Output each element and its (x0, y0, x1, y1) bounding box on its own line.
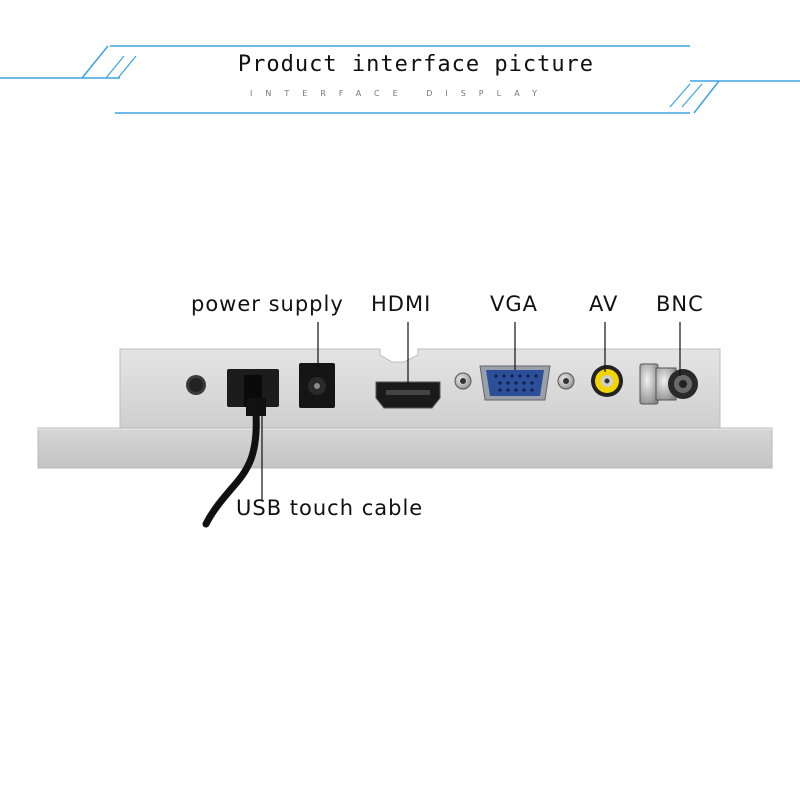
label-av: AV (589, 292, 619, 316)
label-usb-touch-cable: USB touch cable (236, 496, 424, 520)
label-vga: VGA (490, 292, 539, 316)
header-slash-4 (693, 80, 720, 114)
header-slash-6 (681, 83, 703, 108)
usb-cable-icon (202, 398, 266, 528)
header-slash-3 (117, 55, 137, 79)
label-hdmi: HDMI (371, 292, 432, 316)
label-bnc: BNC (656, 292, 704, 316)
av-port-icon (591, 365, 623, 397)
header-slash-1 (81, 45, 109, 79)
round-button-icon (186, 375, 206, 395)
header-slash-5 (669, 83, 691, 108)
power-jack-icon (299, 363, 335, 408)
hdmi-port-icon (375, 381, 441, 409)
vga-port-icon (454, 365, 575, 401)
leader-lines (261, 322, 681, 500)
header: Product interface picture INTERFACE DISP… (0, 0, 800, 130)
header-slash-2 (105, 55, 125, 79)
page-subtitle: INTERFACE DISPLAY (249, 89, 551, 98)
bnc-port-icon (639, 363, 698, 405)
label-power-supply: power supply (191, 292, 344, 316)
page-title: Product interface picture (237, 52, 595, 77)
front-slab (37, 427, 773, 469)
header-decoration (0, 45, 800, 114)
